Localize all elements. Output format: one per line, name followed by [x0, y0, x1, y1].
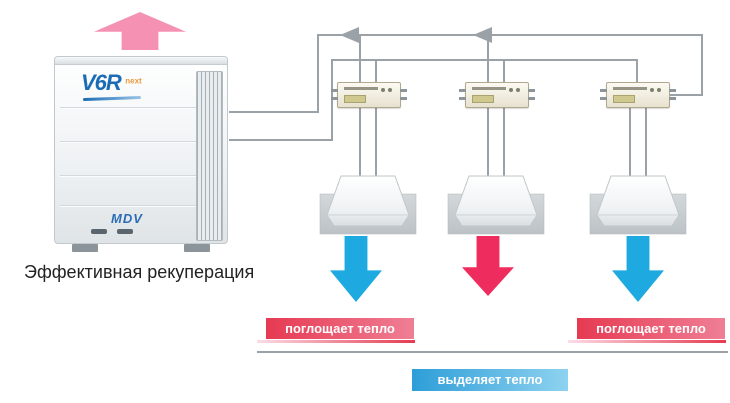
mdv-logo: MDV: [111, 211, 143, 226]
unit-foot: [72, 244, 98, 252]
outdoor-unit-body: V6R next MDV: [54, 56, 228, 244]
branch-box-detail: [650, 88, 654, 92]
absorb-heat-badge-left: поглощает тепло: [266, 318, 414, 339]
cassette-body: [596, 175, 680, 227]
absorb-heat-label-left: поглощает тепло: [285, 321, 395, 336]
panel-seam: [60, 175, 198, 176]
flow-direction-arrows: [340, 27, 492, 43]
branch-box-sticker: [344, 95, 366, 103]
branch-box-detail: [388, 88, 392, 92]
v6r-logo-text: V6R: [81, 70, 122, 95]
branch-box-sticker: [472, 95, 494, 103]
branch-box-2: [459, 82, 535, 108]
outdoor-unit: V6R next MDV: [54, 56, 228, 252]
branch-box-port: [600, 89, 607, 92]
unit-foot: [184, 244, 210, 252]
divider-rule: [257, 351, 728, 353]
pipe-high: [229, 34, 703, 113]
branch-box-detail: [657, 88, 661, 92]
panel-seam: [60, 205, 198, 206]
branch-box-port: [331, 97, 338, 100]
cassette-body: [326, 175, 410, 227]
branch-box-detail: [516, 88, 520, 92]
branch-box-port: [331, 89, 338, 92]
v6r-logo: V6R next: [81, 70, 142, 96]
branch-box-port: [528, 97, 535, 100]
absorb-heat-label-right: поглощает тепло: [596, 321, 706, 336]
side-grille: [196, 71, 223, 241]
pipe-low: [229, 59, 638, 141]
branch-box-port: [600, 97, 607, 100]
vent-slot: [117, 229, 133, 234]
branch-box-port: [528, 89, 535, 92]
refrigerant-pipes: [229, 34, 703, 186]
flow-arrow-left-icon: [340, 27, 359, 43]
panel-seam: [60, 141, 198, 142]
branch-box-detail: [344, 87, 378, 90]
indoor-unit-3: [589, 175, 687, 235]
caption-text: Эффективная рекуперация: [24, 262, 255, 282]
panel-seam: [60, 107, 198, 108]
branch-box-detail: [381, 88, 385, 92]
red-gradient-rule-right: [568, 340, 726, 343]
branch-box-detail: [613, 87, 647, 90]
cassette-body: [454, 175, 538, 227]
outdoor-unit-top-cap: [55, 57, 227, 65]
branch-box-detail: [509, 88, 513, 92]
release-heat-label: выделяет тепло: [437, 372, 543, 387]
vent-slot: [91, 229, 107, 234]
flow-arrow-left-icon: [473, 27, 492, 43]
branch-box-port: [400, 89, 407, 92]
branch-box-detail: [472, 87, 506, 90]
branch-box-port: [669, 89, 676, 92]
branch-box-port: [459, 89, 466, 92]
v6r-logo-subtext: next: [125, 76, 142, 86]
branch-box-1: [331, 82, 407, 108]
branch-box-port: [459, 97, 466, 100]
indoor-unit-2: [447, 175, 545, 235]
branch-box-port: [400, 97, 407, 100]
branch-box-3: [600, 82, 676, 108]
red-gradient-rule-left: [257, 340, 415, 343]
release-heat-badge: выделяет тепло: [412, 369, 568, 391]
branch-box-port: [669, 97, 676, 100]
indoor-unit-1: [319, 175, 417, 235]
absorb-heat-badge-right: поглощает тепло: [577, 318, 725, 339]
branch-box-sticker: [613, 95, 635, 103]
